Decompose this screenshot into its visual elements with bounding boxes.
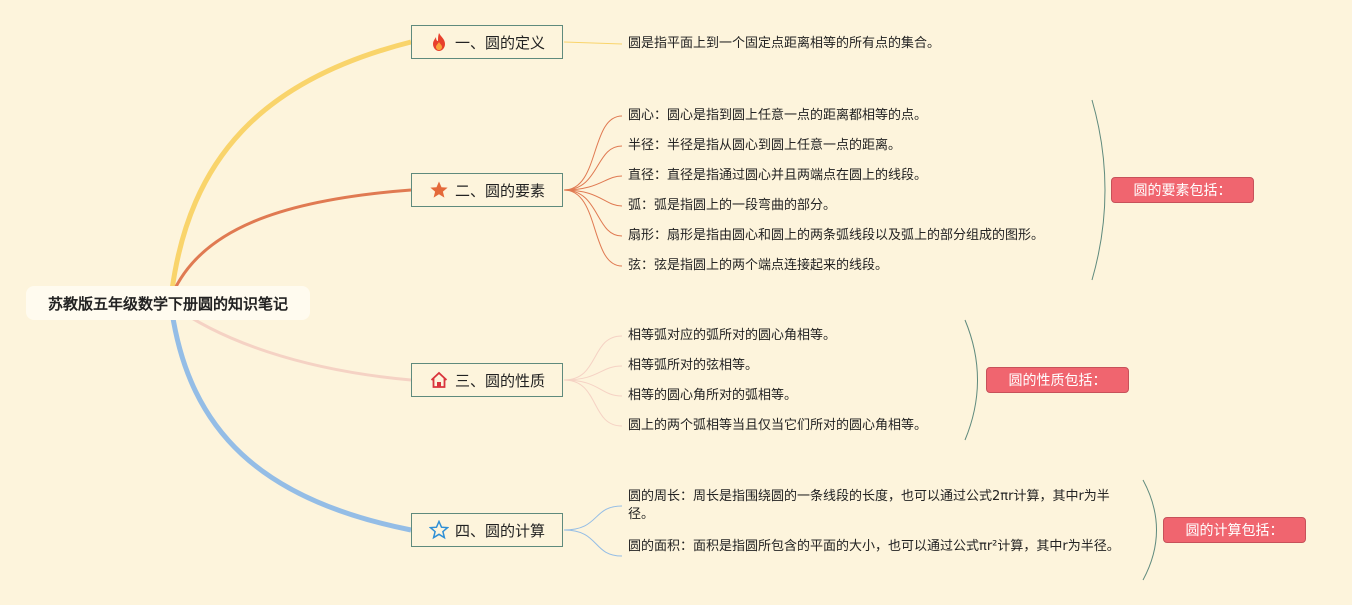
- summary-calculations[interactable]: 圆的计算包括：: [1163, 517, 1306, 543]
- summary-properties[interactable]: 圆的性质包括：: [986, 367, 1129, 393]
- branch-line-elements: [170, 188, 412, 296]
- element-item: 弧：弧是指圆上的一段弯曲的部分。: [628, 198, 837, 213]
- star-outline-icon: [428, 520, 449, 540]
- topic-label: 一、圆的定义: [454, 33, 545, 52]
- branch-line-calculations: [169, 311, 412, 533]
- bracket-properties: [964, 319, 978, 441]
- leaf-lines-calculations: [563, 505, 623, 557]
- topic-elements[interactable]: 二、圆的要素: [411, 173, 563, 207]
- property-item: 相等弧对应的弧所对的圆心角相等。: [628, 328, 837, 343]
- element-item: 扇形：扇形是指由圆心和圆上的两条弧线段以及弧上的部分组成的图形。: [628, 228, 1045, 243]
- element-item: 圆心：圆心是指到圆上任意一点的距离都相等的点。: [628, 108, 928, 123]
- bracket-elements: [1091, 99, 1106, 281]
- element-item: 直径：直径是指通过圆心并且两端点在圆上的线段。: [628, 168, 928, 183]
- topic-definition[interactable]: 一、圆的定义: [411, 25, 563, 59]
- star-icon: [429, 180, 449, 200]
- summary-label: 圆的计算包括：: [1185, 523, 1284, 539]
- root-title: 苏教版五年级数学下册圆的知识笔记: [47, 294, 288, 313]
- calculation-item: 圆的周长：周长是指围绕圆的一条线段的长度，也可以通过公式2πr计算，其中r为半径…: [628, 489, 1110, 522]
- topic-label: 三、圆的性质: [454, 371, 545, 390]
- leaf-line-definition: [563, 41, 623, 45]
- topic-properties[interactable]: 三、圆的性质: [411, 363, 563, 397]
- house-icon: [429, 370, 449, 390]
- property-item: 圆上的两个弧相等当且仅当它们所对的圆心角相等。: [628, 418, 928, 433]
- fire-icon: [429, 32, 449, 52]
- summary-label: 圆的性质包括：: [1008, 373, 1107, 389]
- summary-elements[interactable]: 圆的要素包括：: [1111, 177, 1254, 203]
- property-item: 相等弧所对的弦相等。: [628, 358, 759, 373]
- topic-label: 二、圆的要素: [454, 181, 545, 200]
- topic-calculations[interactable]: 四、圆的计算: [411, 513, 563, 547]
- leaf-lines-elements: [563, 115, 623, 267]
- element-item: 半径：半径是指从圆心到圆上任意一点的距离。: [628, 138, 902, 153]
- calculation-item: 圆的面积：面积是指圆所包含的平面的大小，也可以通过公式πr²计算，其中r为半径。: [628, 539, 1120, 554]
- property-item: 相等的圆心角所对的弧相等。: [628, 388, 798, 403]
- summary-label: 圆的要素包括：: [1133, 183, 1232, 199]
- leaf-lines-properties: [563, 335, 623, 427]
- root-topic[interactable]: 苏教版五年级数学下册圆的知识笔记: [26, 286, 310, 320]
- bracket-calculations: [1142, 479, 1157, 581]
- element-item: 弦：弦是指圆上的两个端点连接起来的线段。: [628, 258, 889, 273]
- branch-line-definition: [169, 39, 412, 291]
- definition-text: 圆是指平面上到一个固定点距离相等的所有点的集合。: [628, 36, 941, 51]
- topic-label: 四、圆的计算: [454, 521, 545, 540]
